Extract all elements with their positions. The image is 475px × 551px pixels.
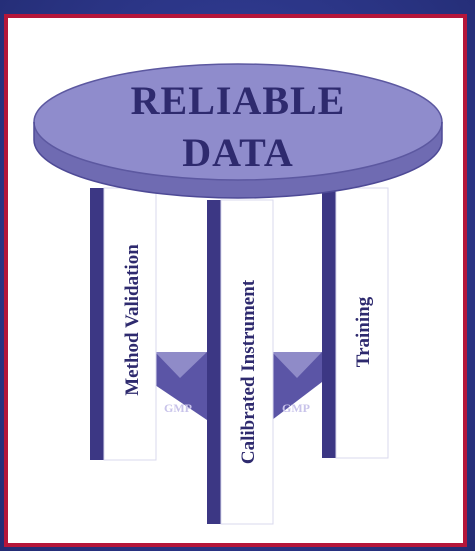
- gmp-connector-left: [155, 352, 207, 420]
- pillar-calibrated-instrument: [207, 199, 274, 525]
- pillar-method-validation: [90, 187, 157, 461]
- reliable-label: RELIABLE: [131, 78, 346, 123]
- gmp-connector-right: [272, 352, 322, 420]
- gmp-connector-right-top: [272, 352, 322, 378]
- gmp-label-left: GMP: [164, 401, 192, 415]
- pillar-label-calibrated-instrument: Calibrated Instrument: [238, 279, 259, 464]
- pillar-training: [322, 187, 389, 459]
- pillar-label-method-validation: Method Validation: [122, 244, 143, 396]
- data-label: DATA: [182, 130, 293, 175]
- gmp-connector-left-top: [155, 352, 207, 378]
- pillar-label-training: Training: [353, 296, 374, 367]
- reliable-data-disk: [33, 63, 443, 199]
- gmp-label-right: GMP: [282, 401, 310, 415]
